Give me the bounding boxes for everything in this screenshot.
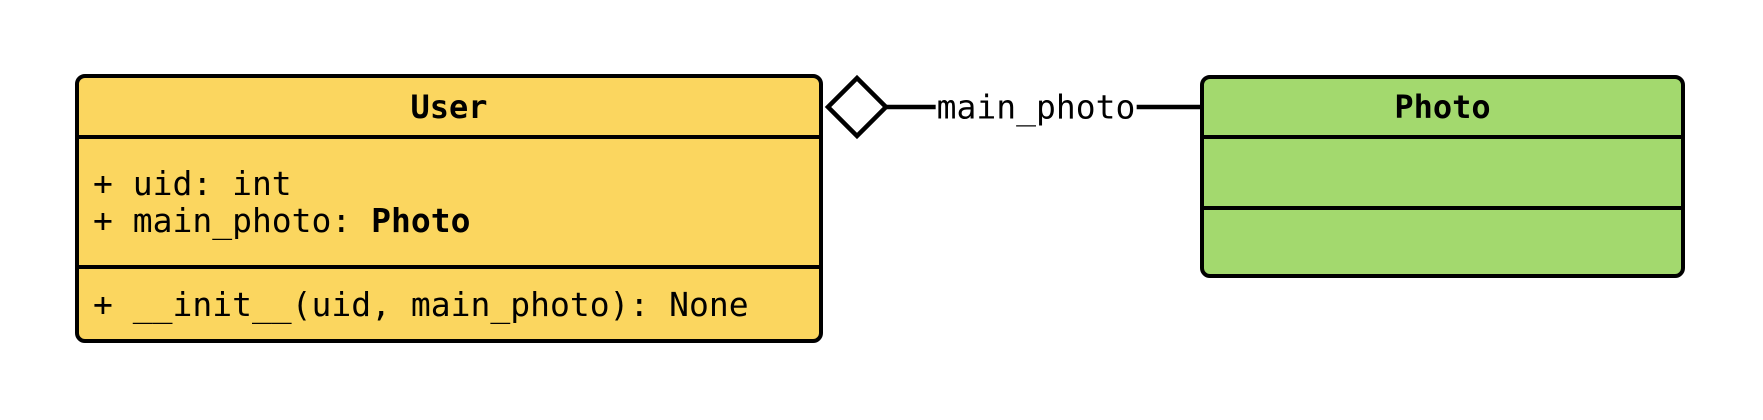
class-box-photo: Photo [1200,75,1685,278]
class-method: + __init__(uid, main_photo): None [93,284,749,324]
aggregation-diamond-icon [824,74,890,140]
compartment-divider [1204,135,1681,139]
class-name-label: User [410,87,488,126]
methods-compartment-empty [1204,210,1681,274]
class-attribute: + uid: int [93,164,292,203]
compartment-divider [79,135,819,139]
compartment-divider [1204,206,1681,210]
class-name-label: Photo [1394,88,1491,126]
attributes-compartment-empty [1204,139,1681,206]
attributes-compartment: + uid: int + main_photo: Photo [79,139,819,265]
class-title-photo: Photo [1204,79,1681,135]
relationship-label: main_photo [935,87,1137,127]
class-title-user: User [79,78,819,135]
methods-compartment: + __init__(uid, main_photo): None [79,269,819,339]
compartment-divider [79,265,819,269]
class-box-user: User + uid: int + main_photo: Photo + __… [75,74,823,343]
class-attribute: + main_photo: Photo [93,201,471,240]
